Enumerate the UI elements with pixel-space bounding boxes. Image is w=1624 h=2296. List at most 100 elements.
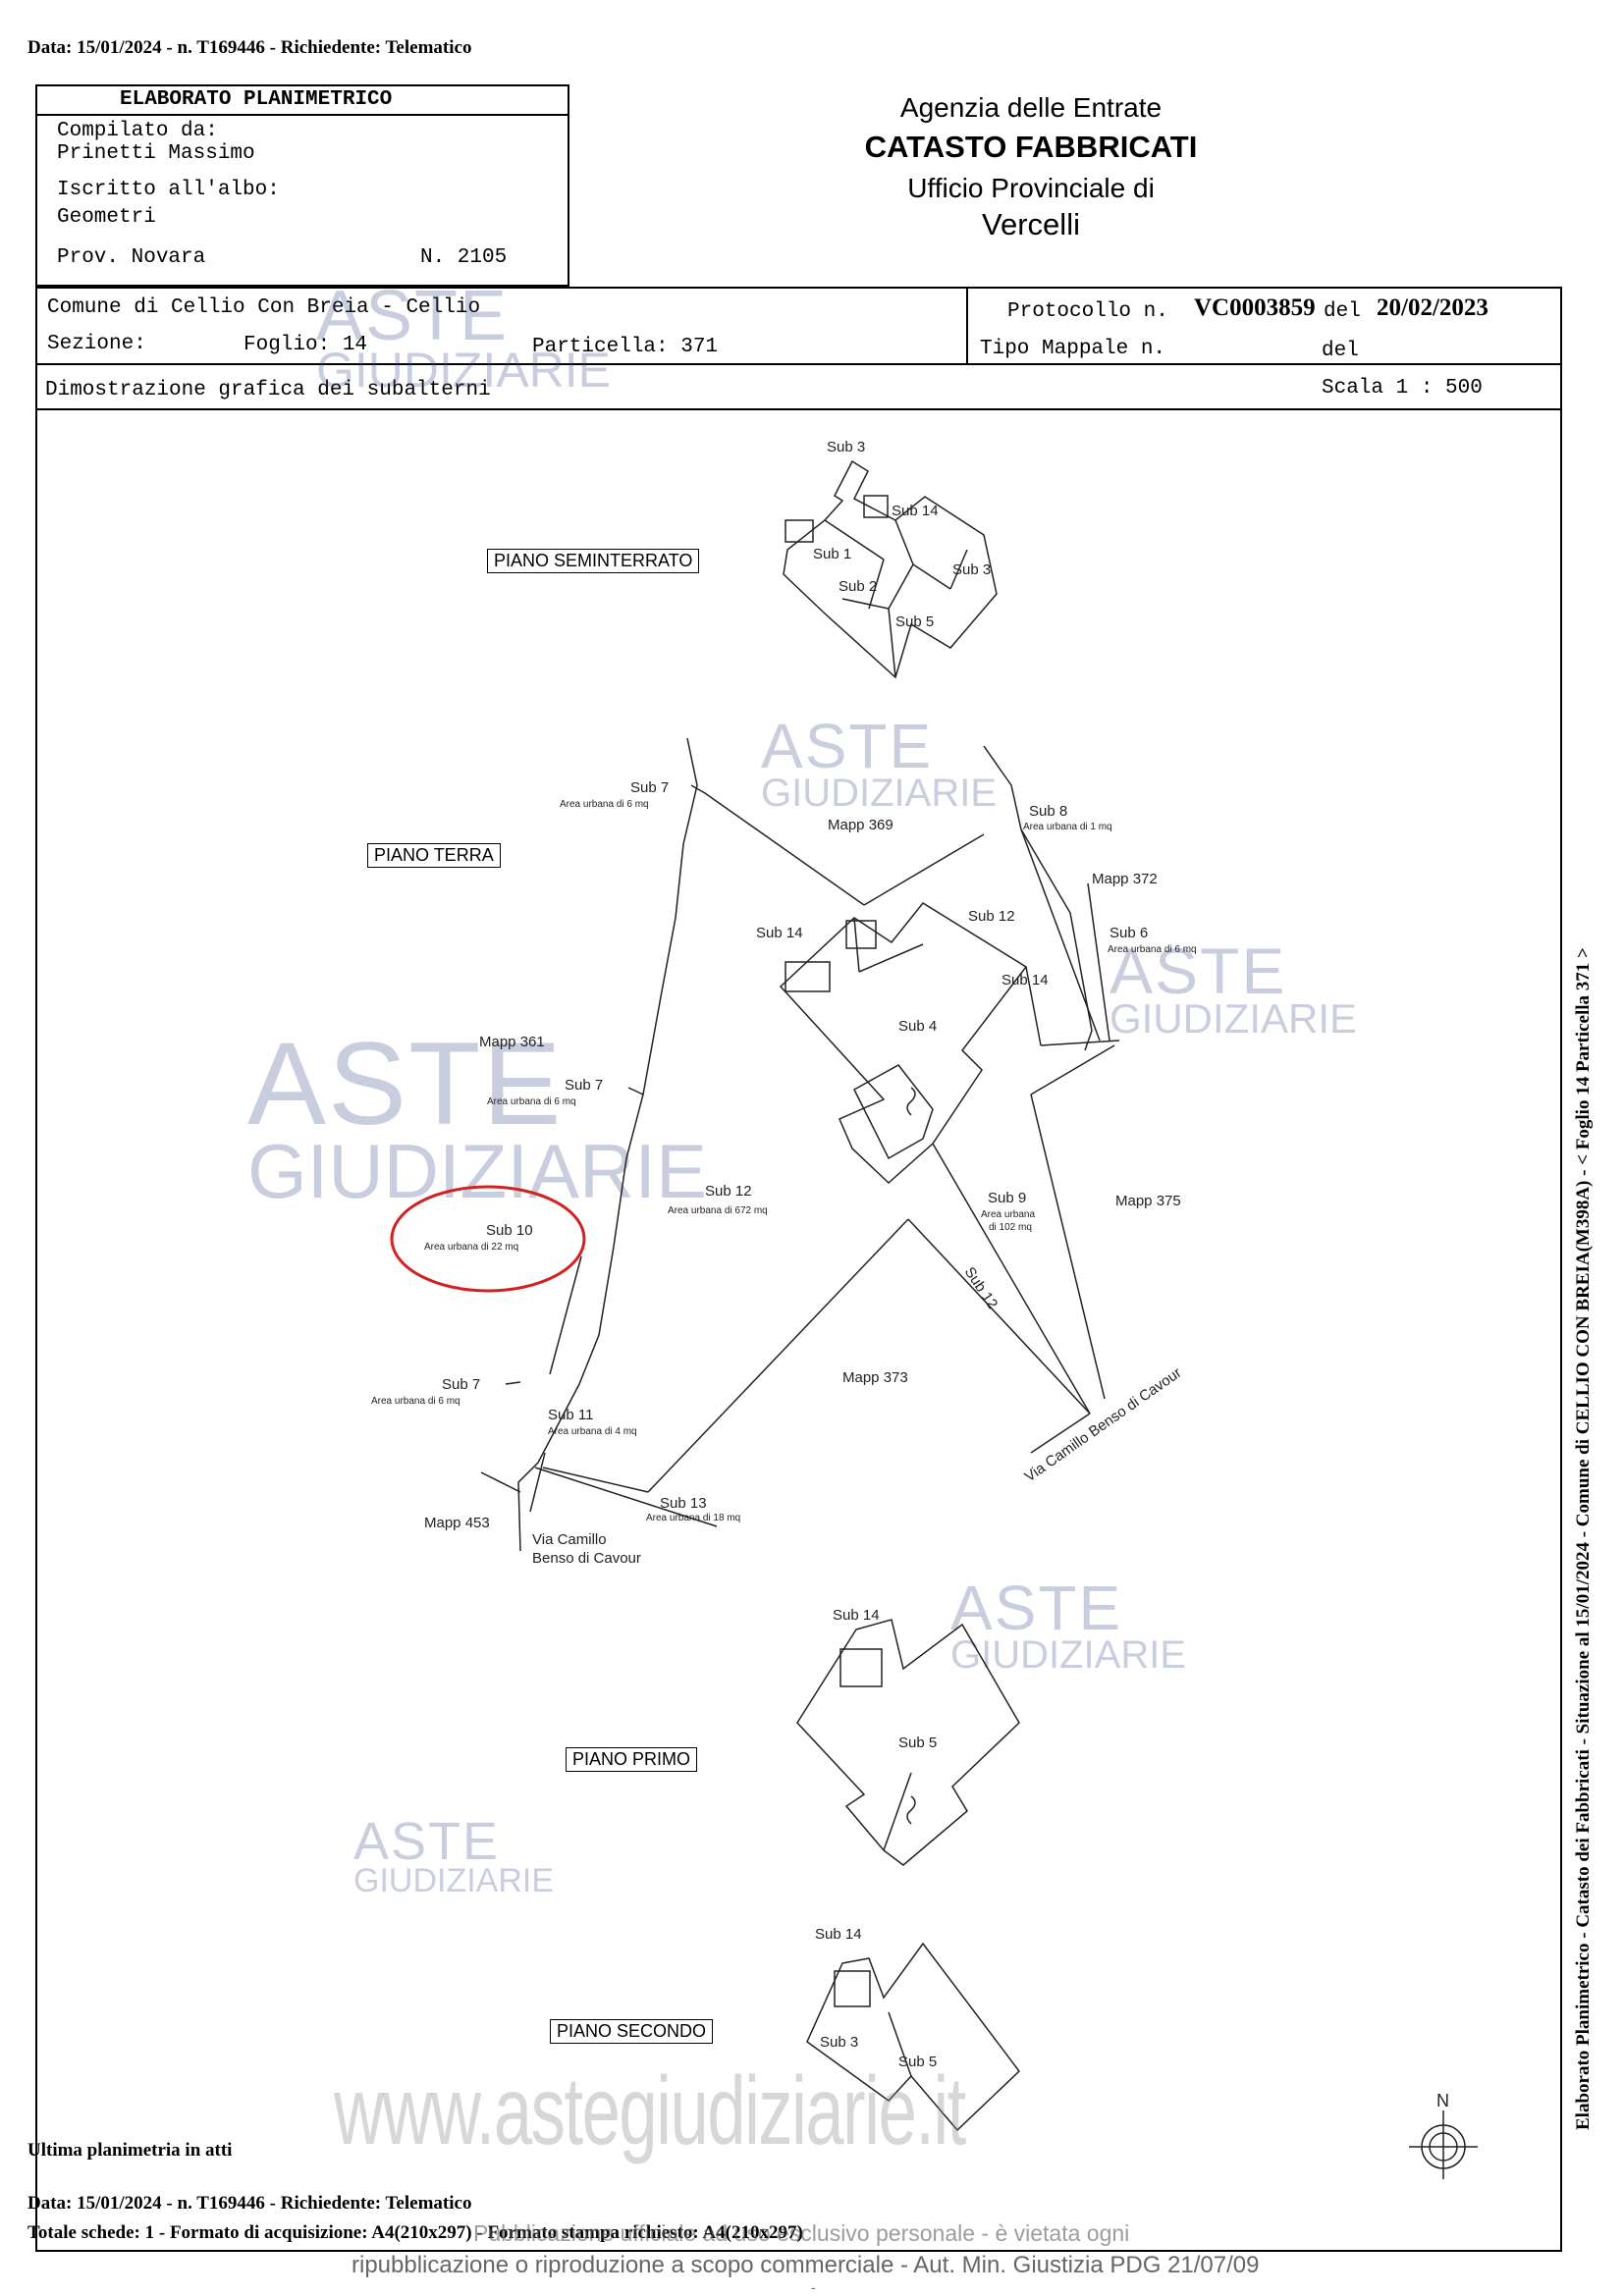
footer-repubblicazione: ripubblicazione o riproduzione a scopo c…: [352, 2252, 1260, 2278]
drawing-frame: [35, 408, 1562, 2252]
label-sub13-area: Area urbana di 18 mq: [646, 1513, 740, 1523]
protocollo-label: Protocollo n.: [1007, 300, 1168, 323]
label-sub9: Sub 9: [988, 1190, 1026, 1206]
prov-label: Prov. Novara: [57, 246, 206, 269]
label-sub5-b: Sub 5: [898, 1735, 937, 1751]
compiler-box: [35, 84, 569, 287]
label-sub3-a: Sub 3: [827, 439, 865, 455]
side-text: Elaborato Planimetrico - Catasto dei Fab…: [1573, 947, 1594, 2130]
label-sub7-c: Sub 7: [442, 1376, 480, 1393]
label-sub14-b: Sub 14: [756, 925, 803, 941]
compiler-box-divider: [35, 114, 569, 116]
stair-symbol-2: [863, 495, 889, 518]
protocollo-del-label: del: [1324, 300, 1361, 323]
iscritto-value: Geometri: [57, 206, 156, 229]
footer-data-line: Data: 15/01/2024 - n. T169446 - Richiede…: [27, 2193, 472, 2214]
footer-overlay: Pubblicazione ufficiale ad uso esclusivo…: [473, 2220, 1130, 2246]
label-mapp375: Mapp 375: [1115, 1193, 1181, 1209]
label-sub5-c: Sub 5: [898, 2054, 937, 2070]
seminterrato-plan: [783, 459, 998, 679]
label-sub12-b: Sub 12: [705, 1183, 752, 1200]
label-sub6: Sub 6: [1110, 925, 1148, 941]
piano-terra-plan: [480, 737, 1120, 1552]
label-sub12-c: Sub 12: [961, 1264, 1001, 1312]
iscritto-label: Iscritto all'albo:: [57, 179, 280, 201]
label-sub3-b: Sub 3: [952, 561, 991, 578]
particella-label: Particella: 371: [532, 336, 719, 358]
site-watermark: www.astegiudiziarie.it: [334, 2056, 966, 2164]
ufficio-city: Vercelli: [982, 207, 1080, 241]
label-sub5-a: Sub 5: [895, 614, 934, 630]
label-sub11-area: Area urbana di 4 mq: [548, 1426, 637, 1437]
north-arrow-icon: [1409, 2110, 1478, 2179]
piano-primo-plan: [796, 1619, 1020, 1866]
label-sub8: Sub 8: [1029, 803, 1067, 820]
ultima-planimetria: Ultima planimetria in atti: [27, 2140, 233, 2161]
footer-dash: -: [811, 2279, 816, 2295]
label-sub9-area-1: Area urbana: [981, 1209, 1035, 1220]
label-mapp453: Mapp 453: [424, 1515, 490, 1531]
info-box-divider: [966, 287, 968, 365]
ufficio-label: Ufficio Provinciale di: [907, 173, 1155, 203]
label-sub10-area: Area urbana di 22 mq: [424, 1242, 518, 1253]
label-mapp372: Mapp 372: [1092, 871, 1158, 887]
stair-symbol-4: [785, 961, 831, 992]
label-sub4: Sub 4: [898, 1018, 937, 1035]
dimostrazione-label: Dimostrazione grafica dei subalterni: [45, 379, 491, 401]
floor-label-secondo: PIANO SECONDO: [550, 2019, 714, 2044]
scala-label: Scala 1 : 500: [1322, 377, 1483, 400]
compilato-label: Compilato da:: [57, 120, 218, 142]
tipo-mappale-del-label: del: [1322, 340, 1359, 362]
label-sub9-area-2: di 102 mq: [989, 1222, 1032, 1233]
floor-label-seminterrato: PIANO SEMINTERRATO: [487, 549, 700, 573]
label-sub2: Sub 2: [839, 578, 877, 595]
label-sub7-b-area: Area urbana di 6 mq: [487, 1096, 576, 1107]
label-sub14-a: Sub 14: [892, 503, 939, 519]
stair-symbol-5: [839, 1648, 883, 1687]
floor-label-terra: PIANO TERRA: [367, 843, 501, 868]
stair-symbol-3: [845, 920, 877, 949]
label-sub10: Sub 10: [486, 1222, 533, 1239]
label-sub7-a: Sub 7: [630, 779, 669, 796]
stair-symbol-1: [785, 519, 814, 543]
label-mapp361: Mapp 361: [479, 1034, 545, 1050]
label-sub14-d: Sub 14: [833, 1607, 880, 1624]
agency-name: Agenzia delle Entrate: [899, 92, 1163, 123]
floor-label-primo: PIANO PRIMO: [566, 1747, 698, 1772]
highlight-circle: [390, 1185, 586, 1293]
label-sub13: Sub 13: [660, 1495, 707, 1512]
label-sub8-area: Area urbana di 1 mq: [1023, 822, 1112, 832]
label-north: N: [1436, 2091, 1449, 2110]
stair-symbol-6: [834, 1970, 871, 2007]
label-sub3-c: Sub 3: [820, 2034, 858, 2051]
label-sub6-area: Area urbana di 6 mq: [1108, 944, 1197, 955]
footer-totale: Totale schede: 1 - Formato di acquisizio…: [27, 2222, 803, 2243]
label-via-cavour-1: Via Camillo Benso di Cavour: [1022, 1364, 1185, 1485]
label-mapp369: Mapp 369: [828, 817, 893, 833]
label-sub12-a: Sub 12: [968, 908, 1015, 925]
tipo-mappale-label: Tipo Mappale n.: [980, 338, 1166, 360]
label-sub7-a-area: Area urbana di 6 mq: [560, 799, 649, 810]
albo-number: N. 2105: [420, 246, 508, 269]
protocollo-date: 20/02/2023: [1377, 294, 1489, 321]
label-sub7-c-area: Area urbana di 6 mq: [371, 1396, 460, 1407]
sezione-label: Sezione:: [47, 333, 146, 355]
comune-label: Comune di Cellio Con Breia - Cellio: [47, 296, 481, 319]
label-sub1: Sub 1: [813, 546, 851, 562]
piano-secondo-plan: [806, 1942, 1021, 2132]
protocollo-value: VC0003859: [1194, 294, 1316, 321]
compilato-name: Prinetti Massimo: [57, 142, 255, 165]
label-via-cavour-2a: Via Camillo: [532, 1531, 607, 1548]
label-mapp373: Mapp 373: [842, 1369, 908, 1386]
label-sub11: Sub 11: [548, 1407, 593, 1423]
label-sub7-b: Sub 7: [565, 1077, 603, 1094]
label-via-cavour-2b: Benso di Cavour: [532, 1550, 641, 1567]
header-line: Data: 15/01/2024 - n. T169446 - Richiede…: [27, 37, 472, 58]
label-sub12-b-area: Area urbana di 672 mq: [668, 1205, 768, 1216]
